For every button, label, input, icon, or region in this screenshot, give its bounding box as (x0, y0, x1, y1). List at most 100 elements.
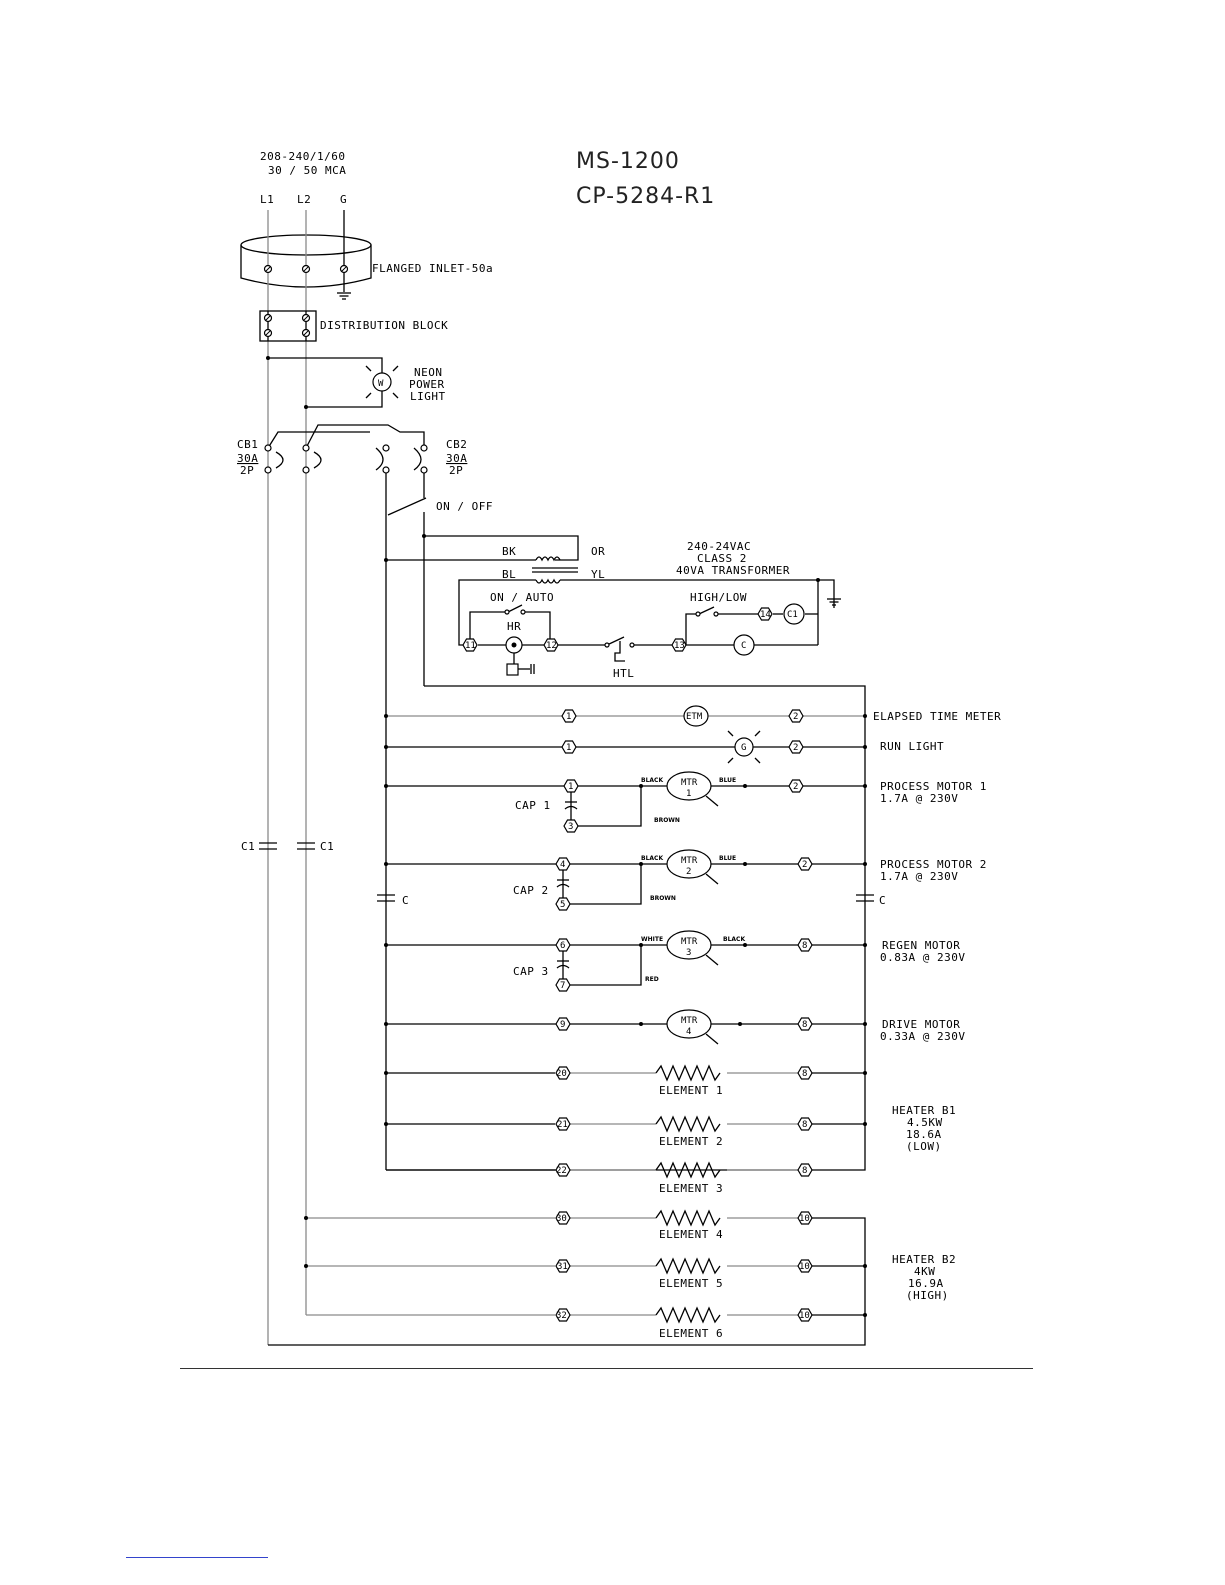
regen-motor-symbol (666, 930, 712, 960)
diagram-text: 3 (686, 948, 691, 958)
diagram-text: MTR (681, 1016, 698, 1026)
diagram-text: W (378, 379, 384, 389)
diagram-text: 2 (793, 743, 798, 753)
diagram-text: 2 (802, 860, 807, 870)
heater-b2-kw: 4KW (914, 1265, 935, 1278)
heater-b1-amps: 18.6A (906, 1128, 942, 1141)
drive-motor-label: DRIVE MOTOR (882, 1018, 960, 1031)
diagram-text: 9 (560, 1020, 565, 1030)
xfmr-spec-1: 240-24VAC (687, 540, 751, 553)
hr-label: HR (507, 620, 521, 633)
xfmr-yl: YL (591, 568, 605, 581)
xfmr-bl: BL (502, 568, 516, 581)
cb1-amp: 30A (237, 452, 258, 465)
on-auto-label: ON / AUTO (490, 591, 554, 604)
process-motor-2-label: PROCESS MOTOR 2 (880, 858, 987, 871)
page-divider (180, 1368, 1033, 1369)
xfmr-or: OR (591, 545, 605, 558)
diagram-text: ETM (686, 712, 703, 722)
supply-spec: 208-240/1/60 (260, 150, 345, 163)
terminal-l2: L2 (297, 193, 311, 206)
element-5-label: ELEMENT 5 (659, 1277, 723, 1290)
diagram-text: BROWN (654, 817, 680, 824)
diagram-text: RED (645, 976, 659, 983)
diagram-text: BLACK (641, 777, 663, 784)
diagram-text: 2 (793, 712, 798, 722)
diagram-text: 8 (802, 1166, 807, 1176)
element-3-label: ELEMENT 3 (659, 1182, 723, 1195)
diagram-text: WHITE (641, 936, 663, 943)
htl-label: HTL (613, 667, 634, 680)
heater-b1-kw: 4.5KW (907, 1116, 943, 1129)
diagram-text: 8 (802, 1120, 807, 1130)
element-2-label: ELEMENT 2 (659, 1135, 723, 1148)
cb2-amp: 30A (446, 452, 467, 465)
terminal-l1: L1 (260, 193, 274, 206)
run-light-label: RUN LIGHT (880, 740, 944, 753)
terminal-g: G (340, 193, 347, 206)
diagram-text: 14 (760, 610, 771, 620)
run-light-symbol (734, 737, 754, 757)
cb2-pole: 2P (449, 464, 463, 477)
diagram-text: BLACK (641, 855, 663, 862)
drawing-number: CP-5284-R1 (576, 184, 715, 209)
process-motor-1-symbol (666, 771, 712, 801)
diagram-text: 5 (560, 900, 565, 910)
cap3-label: CAP 3 (513, 965, 549, 978)
diagram-text: 12 (546, 641, 557, 651)
diagram-text: 32 (556, 1311, 567, 1321)
heater-b1: 20 8 ELEMENT 1 21 8 ELEMENT 2 22 8 ELEME… (384, 1064, 867, 1195)
diagram-text: 10 (799, 1214, 810, 1224)
breaker-links (267, 424, 425, 471)
diagram-text: C (741, 641, 746, 651)
heater-b1-mode: (LOW) (906, 1140, 942, 1153)
element-1-label: ELEMENT 1 (659, 1084, 723, 1097)
high-low-label: HIGH/LOW (690, 591, 747, 604)
diagram-text: 8 (802, 941, 807, 951)
etm-symbol (683, 705, 709, 727)
element-6-label: ELEMENT 6 (659, 1327, 723, 1340)
diagram-text: BLACK (723, 936, 745, 943)
cb1-label: CB1 (237, 438, 258, 451)
diagram-text: 10 (799, 1262, 810, 1272)
model-number: MS-1200 (576, 149, 680, 174)
drive-motor-symbol (666, 1009, 712, 1039)
xfmr-spec-2: CLASS 2 (697, 552, 747, 565)
diagram-text: 13 (674, 641, 685, 651)
process-motor-2-symbol (666, 849, 712, 879)
c-left-label: C (402, 894, 409, 907)
diagram-text: 4 (686, 1027, 691, 1037)
diagram-text: 11 (465, 641, 476, 651)
diagram-text: 1 (568, 782, 573, 792)
diagram-text: G (741, 743, 746, 753)
diagram-text: 2 (793, 782, 798, 792)
process-motor-2-rating: 1.7A @ 230V (880, 870, 958, 883)
diagram-text: 22 (556, 1166, 567, 1176)
xfmr-spec-3: 40VA TRANSFORMER (676, 564, 790, 577)
cb1-pole: 2P (240, 464, 254, 477)
diagram-text: 10 (799, 1311, 810, 1321)
dist-block-label: DISTRIBUTION BLOCK (320, 319, 448, 332)
heater-b2-label: HEATER B2 (892, 1253, 956, 1266)
neon-label-3: LIGHT (410, 390, 446, 403)
diagram-text: 21 (557, 1120, 568, 1130)
c1-coil (783, 603, 805, 625)
inlet-label: FLANGED INLET-50a (372, 262, 493, 275)
diagram-text: BLUE (719, 855, 736, 862)
neon-light-symbol (372, 372, 392, 392)
diagram-text: 7 (560, 981, 565, 991)
diagram-text: 1 (686, 789, 691, 799)
neon-label-1: NEON (414, 366, 443, 379)
diagram-text: MTR (681, 778, 698, 788)
diagram-text: 31 (557, 1262, 568, 1272)
heater-b1-label: HEATER B1 (892, 1104, 956, 1117)
diagram-text: MTR (681, 856, 698, 866)
heater-b2: 30 10 ELEMENT 4 31 10 ELEMENT 5 32 10 EL… (268, 1209, 867, 1346)
process-motor-1-label: PROCESS MOTOR 1 (880, 780, 987, 793)
drive-motor-rating: 0.33A @ 230V (880, 1030, 965, 1043)
c1-right-label: C1 (320, 840, 334, 853)
process-motor-1-rating: 1.7A @ 230V (880, 792, 958, 805)
diagram-text: MTR (681, 937, 698, 947)
diagram-text: 6 (560, 941, 565, 951)
